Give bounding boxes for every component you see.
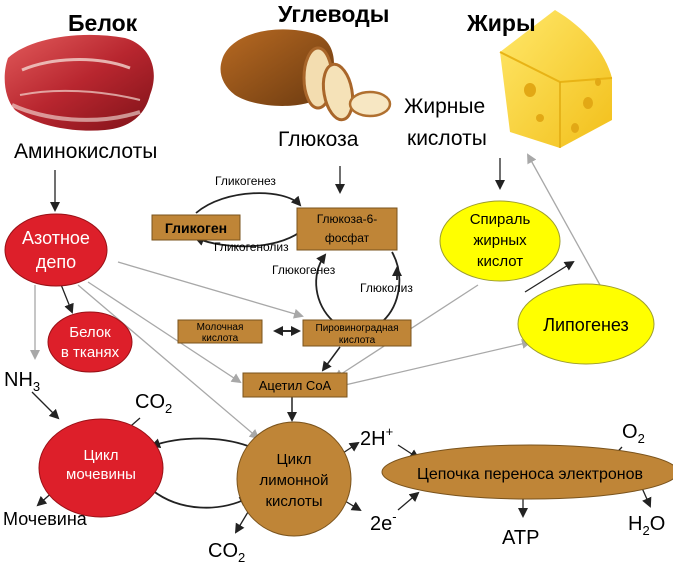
pyruvic-acid-label-2: кислота (339, 335, 376, 346)
h2o-label: H2O (628, 513, 665, 538)
fatty-acids-label-1: Жирные (404, 95, 485, 118)
acetyl-coa-box (242, 372, 348, 398)
two-electrons-label: 2e- (370, 509, 397, 535)
fatty-acid-spiral-label-1: Спираль (470, 211, 531, 228)
tca-cycle-label-2: лимонной (259, 472, 328, 489)
fatty-acid-spiral-node (439, 200, 561, 282)
pyruvic-acid-box (302, 319, 412, 347)
o2-label: O2 (622, 421, 645, 446)
fatty-acids-label-2: кислоты (407, 127, 487, 150)
urea-cycle-node (38, 418, 164, 518)
fatty-acid-spiral-label-3: кислот (477, 253, 523, 270)
urea-cycle-label-2: мочевины (66, 466, 136, 483)
carbs-header: Углеводы (278, 1, 389, 27)
pyruvic-acid-label-1: Пировиноградная (316, 323, 399, 334)
co2-bottom-label: CO2 (208, 540, 245, 564)
tissue-protein-label-2: в тканях (61, 344, 120, 361)
glycogen-box (151, 214, 241, 241)
co2-top-label: CO2 (135, 391, 172, 416)
electron-transport-chain-node (381, 444, 673, 500)
acetyl-coa-label: Ацетил CoA (259, 378, 332, 393)
lipogenesis-node (517, 283, 655, 365)
gluconeogenesis-label: Глюкогенез (272, 263, 336, 277)
glucose-label: Глюкоза (278, 128, 359, 151)
glucose-6-phosphate-box (296, 207, 398, 251)
glycogenolysis-label: Гликогенолиз (214, 240, 289, 254)
glucose-6-phosphate-label-1: Глюкоза-6- (317, 212, 378, 226)
tca-cycle-label-3: кислоты (265, 493, 322, 510)
electron-transport-chain-label: Цепочка переноса электронов (417, 466, 643, 483)
bread-image (220, 29, 392, 122)
nitrogen-pool-label-1: Азотное (22, 228, 90, 248)
amino-acids-label: Аминокислоты (14, 140, 157, 163)
glycogenesis-label: Гликогенез (215, 174, 276, 188)
glucose-6-phosphate-label-2: фосфат (325, 231, 370, 245)
nitrogen-pool-label-2: депо (36, 252, 76, 272)
tissue-protein-label-1: Белок (69, 324, 111, 341)
nitrogen-pool-node (4, 213, 108, 287)
lactic-acid-label-1: Молочная (197, 322, 244, 333)
glycogen-label: Гликоген (165, 220, 227, 236)
lactic-acid-box (177, 319, 263, 344)
glycolysis-label: Глюколиз (360, 281, 413, 295)
lipogenesis-label: Липогенез (543, 315, 629, 335)
nh3-label: NH3 (4, 369, 40, 394)
urea-cycle-label-1: Цикл (84, 447, 119, 464)
tca-cycle-node (236, 421, 352, 537)
fats-header: Жиры (466, 10, 536, 36)
two-h-plus-label: 2H+ (360, 424, 393, 450)
tissue-protein-node (47, 311, 133, 373)
fatty-acid-spiral-label-2: жирных (473, 232, 527, 249)
atp-label: ATP (502, 527, 539, 549)
steak-image (4, 34, 154, 131)
protein-header: Белок (68, 10, 138, 36)
tca-cycle-label-1: Цикл (277, 451, 312, 468)
cheese-image (499, 10, 613, 148)
urea-label: Мочевина (3, 509, 88, 529)
lactic-acid-label-2: кислота (202, 333, 239, 344)
